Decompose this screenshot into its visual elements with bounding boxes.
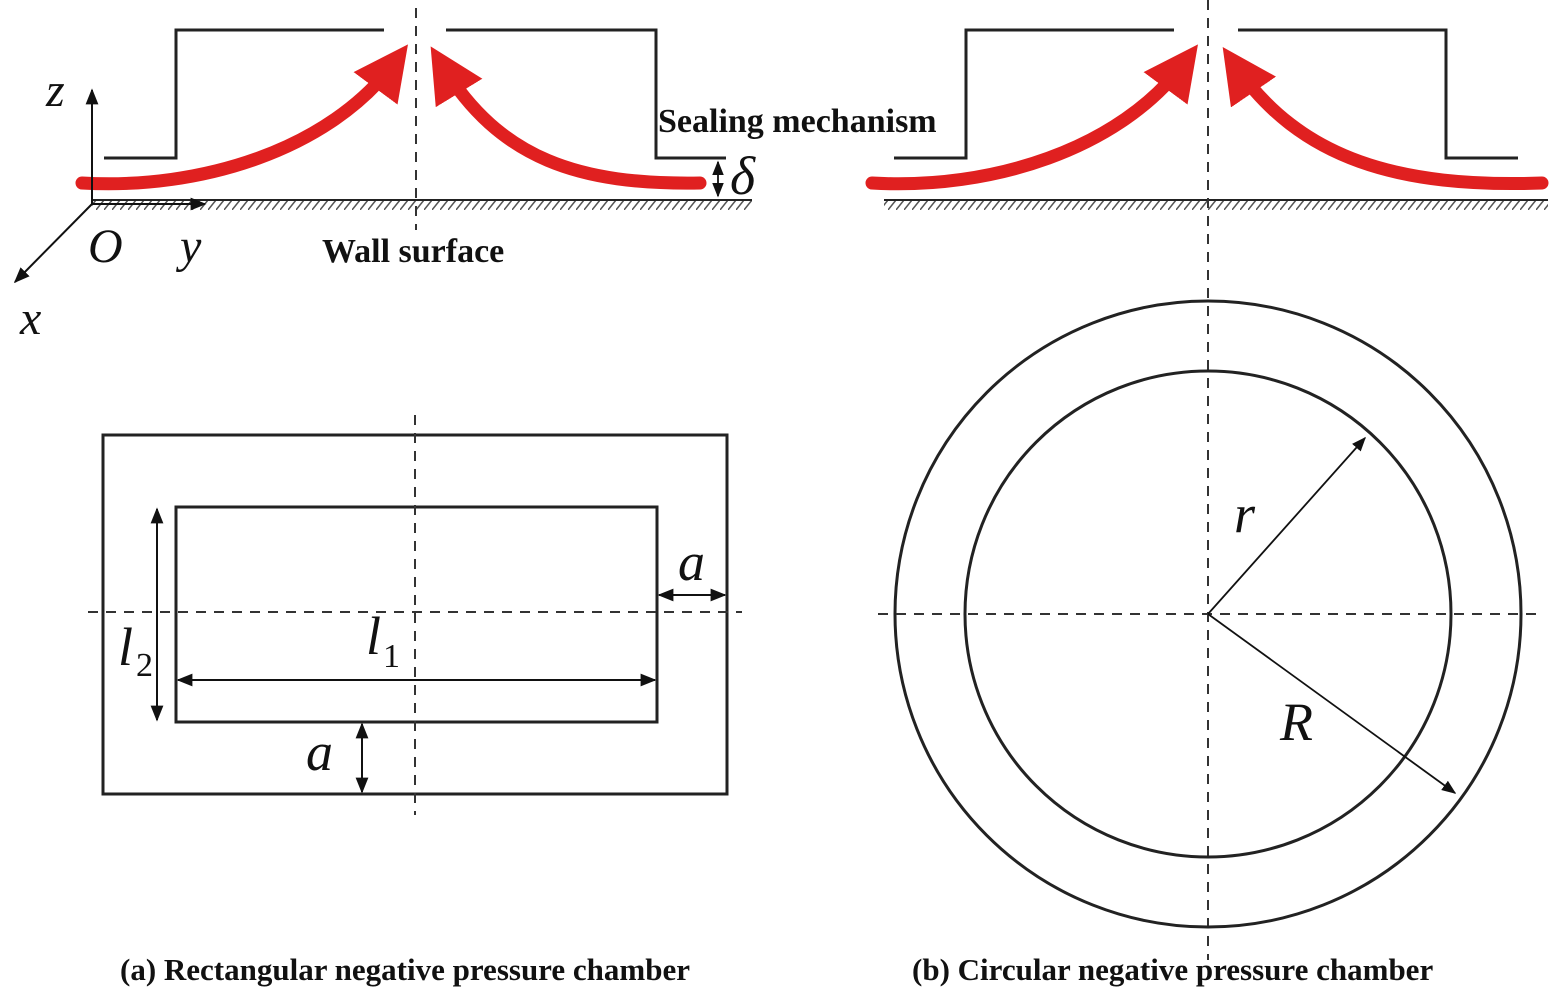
side-view-a: δ Sealing mechanism Wall surface z O y x bbox=[13, 8, 937, 345]
caption-b: (b) Circular negative pressure chamber bbox=[912, 952, 1433, 987]
inner-rectangle bbox=[174, 505, 659, 724]
circular-chamber: r R bbox=[878, 299, 1538, 929]
rectangular-chamber: l 2 l 1 a a bbox=[88, 415, 742, 815]
axis-y-label: y bbox=[175, 220, 202, 273]
flow-arrow-left-a bbox=[75, 44, 408, 191]
caption-a: (a) Rectangular negative pressure chambe… bbox=[120, 952, 690, 987]
sealing-mechanism-label: Sealing mechanism bbox=[658, 103, 937, 140]
a-right-label: a bbox=[678, 532, 705, 592]
flow-arrow-right-b bbox=[1222, 46, 1549, 190]
axis-o-label: O bbox=[88, 220, 123, 273]
flow-arrow-left-b bbox=[865, 44, 1198, 191]
delta-label: δ bbox=[730, 146, 756, 206]
chamber-right-profile-b bbox=[1238, 28, 1518, 160]
R-label: R bbox=[1279, 692, 1313, 752]
axis-x-label: x bbox=[19, 292, 41, 345]
radius-r-line bbox=[1207, 436, 1366, 615]
a-bottom-label: a bbox=[306, 722, 333, 782]
axis-z-label: z bbox=[45, 64, 65, 117]
l1-label: l bbox=[366, 606, 381, 666]
r-label: r bbox=[1234, 484, 1256, 544]
flow-arrow-right-a bbox=[430, 46, 707, 190]
l2-subscript: 2 bbox=[136, 647, 153, 684]
wall-hatch-a bbox=[92, 200, 752, 210]
wall-surface-label: Wall surface bbox=[322, 233, 504, 270]
radius-R-line bbox=[1207, 613, 1457, 794]
chamber-left-profile-a bbox=[104, 28, 384, 160]
l2-label: l bbox=[118, 617, 133, 677]
outer-circle bbox=[893, 299, 1523, 929]
inner-circle bbox=[963, 369, 1453, 859]
chamber-right-profile-a bbox=[446, 28, 726, 160]
l1-subscript: 1 bbox=[383, 638, 400, 675]
coordinate-axes: z O y x bbox=[13, 64, 207, 345]
x-axis bbox=[13, 203, 93, 284]
chamber-left-profile-b bbox=[894, 28, 1174, 160]
wall-hatch-b bbox=[884, 200, 1548, 210]
side-view-b bbox=[865, 28, 1549, 210]
